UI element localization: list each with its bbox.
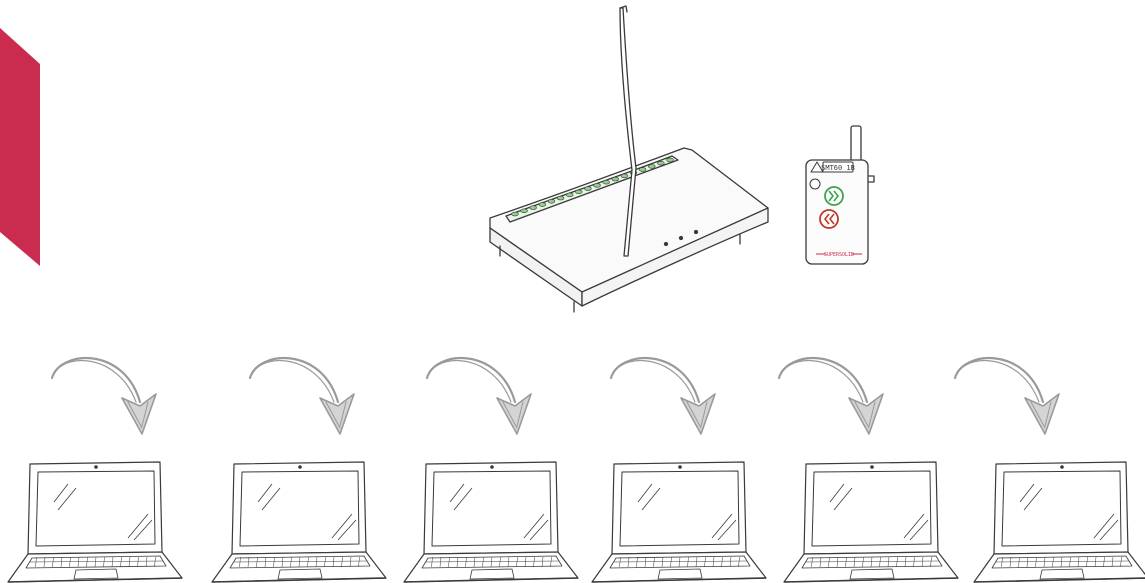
curved-arrow-down-icon: [955, 358, 1059, 434]
router-led: [557, 196, 564, 200]
router-led: [667, 158, 674, 162]
accent-tab: [0, 28, 40, 266]
router-led: [521, 209, 528, 213]
router-led: [548, 199, 555, 203]
router-led: [539, 203, 546, 207]
laptop-icon: [784, 462, 958, 582]
laptop-icon: [974, 462, 1145, 582]
router-led: [612, 177, 619, 181]
laptop-icon: [404, 462, 578, 582]
laptop-icon: [8, 462, 182, 582]
router-led: [603, 180, 610, 184]
wifi-router-icon: [490, 6, 768, 312]
remote-clicker-icon: SMT60 1B SUPERSOLID: [806, 126, 874, 264]
curved-arrow-down-icon: [250, 358, 354, 434]
router-led: [512, 212, 519, 216]
router-led: [594, 184, 601, 188]
router-led: [648, 165, 655, 169]
router-led: [575, 190, 582, 194]
laptop-icon: [212, 462, 386, 582]
curved-arrow-down-icon: [611, 358, 715, 434]
router-led: [585, 187, 592, 191]
laptop-row: [8, 462, 1145, 582]
remote-display-text: SMT60 1B: [821, 164, 855, 172]
laptop-icon: [592, 462, 766, 582]
curved-arrow-down-icon: [427, 358, 531, 434]
router-led: [639, 168, 646, 172]
router-led: [566, 193, 573, 197]
curved-arrow-down-icon: [779, 358, 883, 434]
router-led: [530, 206, 537, 210]
router-led: [658, 161, 665, 165]
remote-brand-text: SUPERSOLID: [824, 252, 854, 258]
router-led: [621, 174, 628, 178]
arrow-row: [52, 358, 1059, 434]
curved-arrow-down-icon: [52, 358, 156, 434]
